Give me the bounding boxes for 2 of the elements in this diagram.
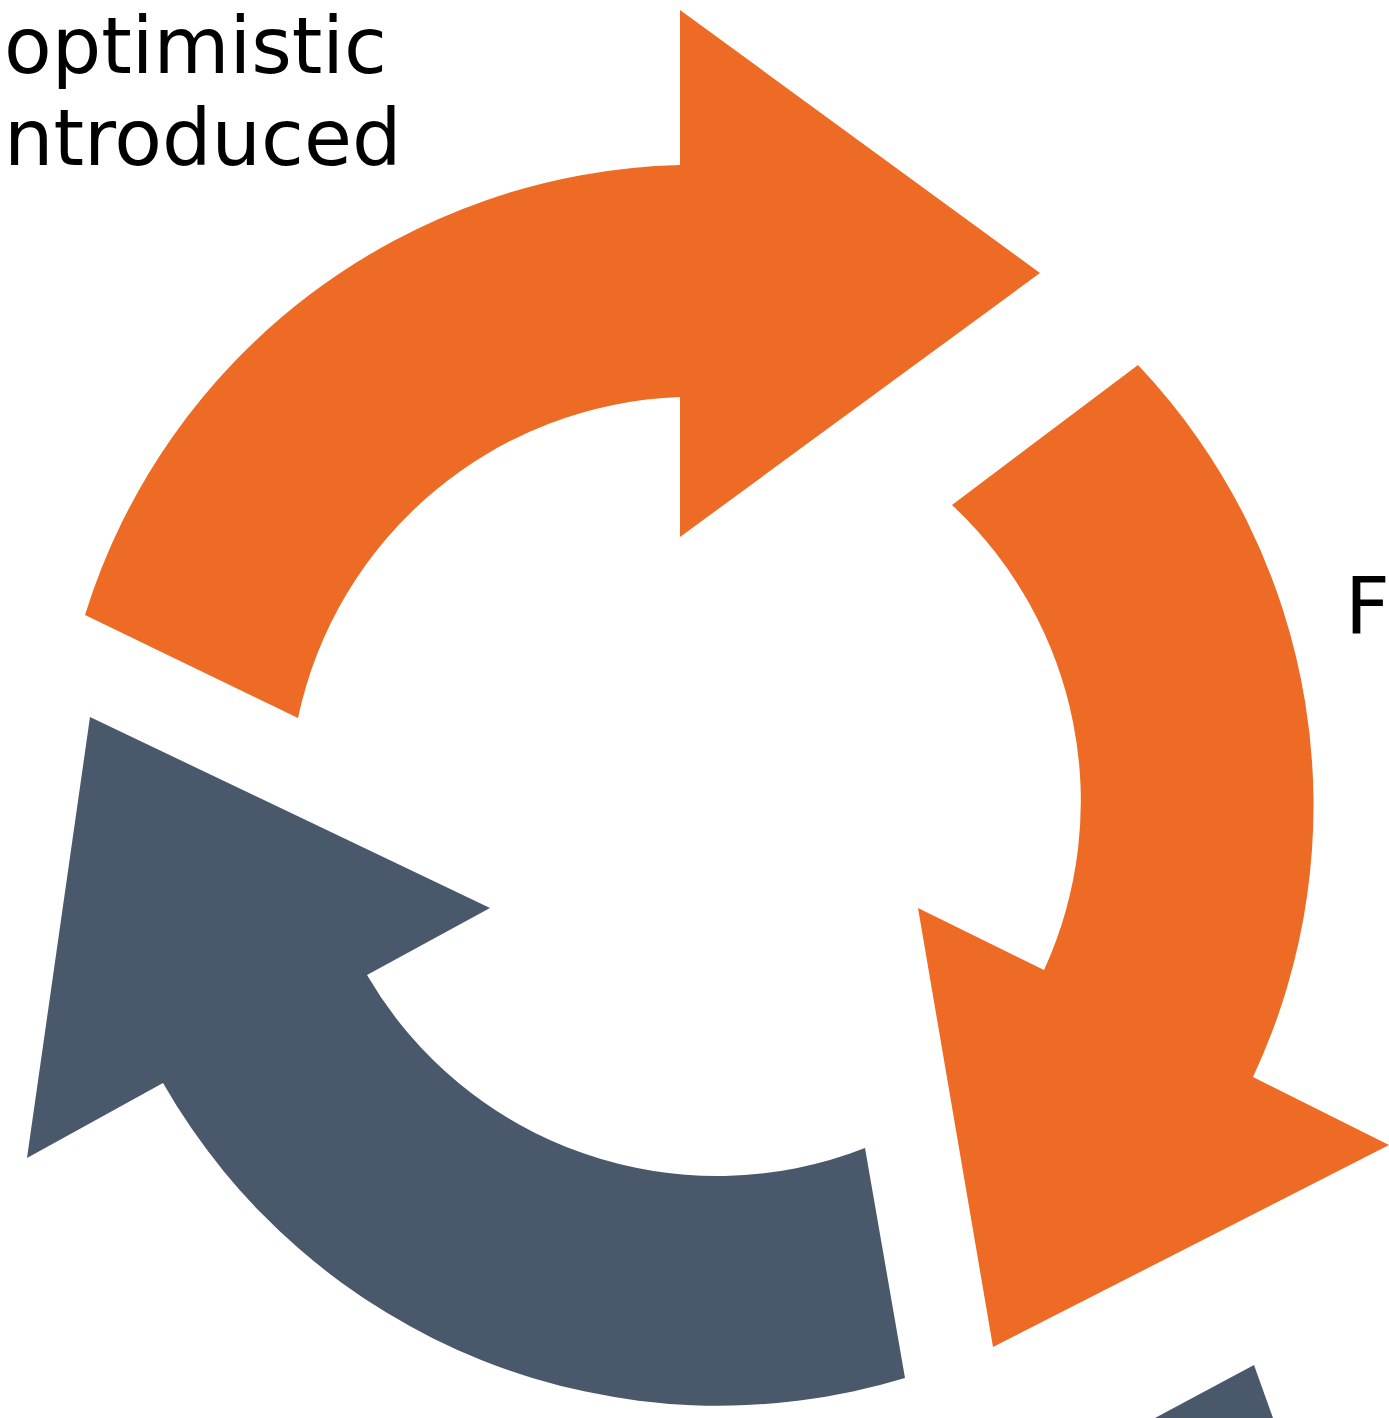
label-text: F [1345,560,1389,652]
label-text: optimistic ntroduced [4,0,403,184]
